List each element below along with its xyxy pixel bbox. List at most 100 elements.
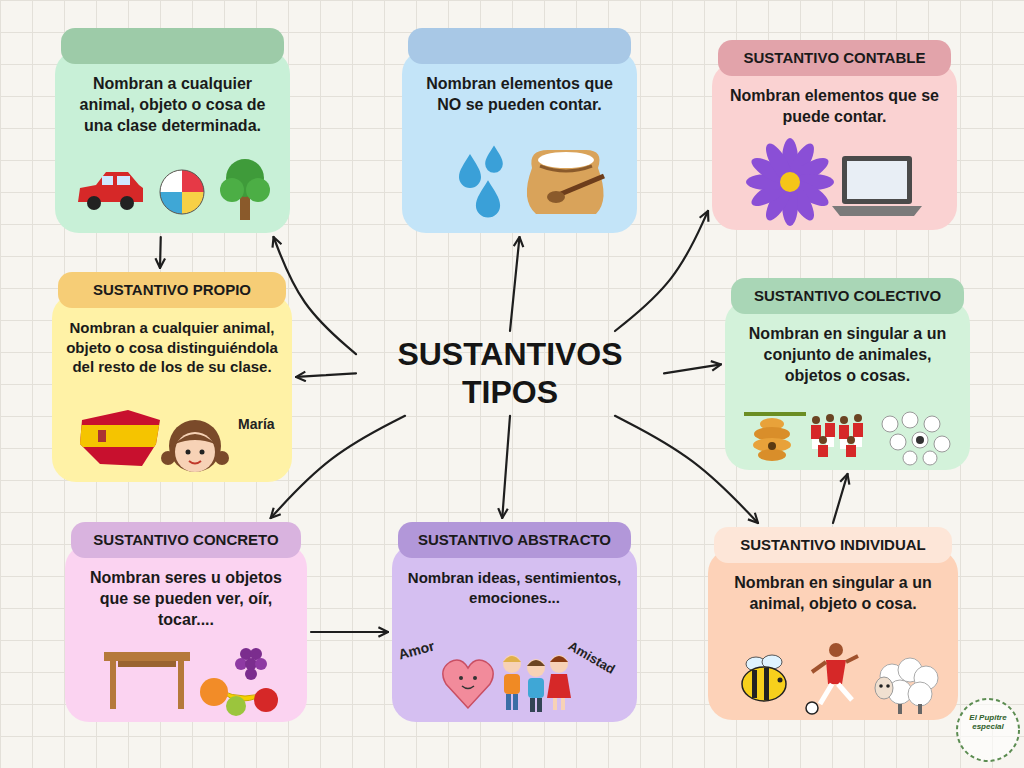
- water-drops-icon-part: [485, 146, 503, 173]
- ball-icon-part: [160, 170, 204, 214]
- arrow-connector: [159, 237, 162, 268]
- flour-sack-icon-part: [547, 191, 565, 203]
- team-icon-part: [819, 436, 827, 444]
- arrow-connector: [311, 631, 388, 633]
- girl-face-icon-part: [175, 432, 215, 472]
- friends-icon-part: [503, 656, 521, 662]
- flour-sack-icon-part: [538, 152, 594, 168]
- friends-icon-part: [553, 698, 557, 710]
- girl-face-icon-part: [215, 451, 229, 465]
- water-drops-icon-part: [459, 154, 481, 188]
- team-icon-part: [825, 423, 835, 437]
- girl-face-icon-part: [161, 451, 175, 465]
- beehive-icon-part: [744, 412, 806, 416]
- sheep-flock-icon-part: [902, 412, 918, 428]
- category-box: SUSTANTIVO CONCRETONombran seres u objet…: [65, 522, 307, 722]
- box-description: Nombran a cualquier animal, objeto o cos…: [67, 74, 278, 136]
- label-holder: Amistad: [566, 638, 618, 677]
- box-heading: SUSTANTIVO COLECTIVO: [731, 278, 964, 314]
- car-icon: [78, 172, 143, 210]
- football-player-icon-part: [820, 684, 832, 704]
- team-icon-part: [847, 436, 855, 444]
- category-box: SUSTANTIVO COLECTIVONombran en singular …: [725, 278, 970, 470]
- sheep-icon-part: [918, 704, 922, 714]
- flower-icon-part: [780, 172, 800, 192]
- ball-icon-part: [160, 170, 204, 214]
- flour-sack-icon: [527, 150, 604, 214]
- friends-icon-part: [561, 698, 565, 710]
- table-icon-part: [104, 652, 190, 661]
- beehive-icon-part: [768, 442, 776, 450]
- laptop-icon-part: [847, 161, 907, 199]
- friends-icon-part: [527, 659, 545, 677]
- football-player-icon-part: [829, 643, 843, 657]
- sheep-flock-icon-part: [916, 436, 924, 444]
- sheep-flock-icon-part: [903, 451, 917, 465]
- arrow-connector: [296, 373, 356, 377]
- central-title-node: SUSTANTIVOS TIPOS: [360, 335, 660, 412]
- friends-icon-part: [503, 655, 521, 673]
- flower-icon: [746, 138, 834, 226]
- arrow-connector: [510, 237, 520, 331]
- fruit-icon-part: [226, 696, 246, 716]
- football-player-icon-part: [846, 656, 858, 662]
- box-description: Nombran ideas, sentimientos, emociones..…: [404, 568, 625, 607]
- friends-icon-part: [550, 655, 568, 673]
- bee-icon-part: [764, 668, 769, 700]
- sheep-flock-icon-part: [912, 432, 928, 448]
- box-heading: SUSTANTIVO ABSTRACTO: [398, 522, 631, 558]
- arrow-connector: [271, 416, 405, 518]
- bee-icon-part: [742, 667, 786, 701]
- flour-sack-icon-part: [556, 176, 604, 196]
- bee-icon: [742, 655, 786, 701]
- girl-face-icon: [161, 420, 229, 472]
- flour-sack-icon-part: [527, 150, 604, 214]
- friends-icon-part: [530, 698, 535, 712]
- sheep-icon-part-part: [908, 682, 932, 706]
- car-icon-part: [102, 176, 113, 185]
- football-player-icon: [806, 643, 858, 714]
- spain-map-icon: [78, 405, 168, 470]
- table-icon-part: [178, 661, 184, 709]
- water-drops-icon-part: [476, 180, 500, 217]
- box-description: Nombran seres u objetos que se pueden ve…: [77, 568, 295, 630]
- arrow-connector: [615, 416, 758, 523]
- team-icon-part: [840, 416, 848, 424]
- watermark-wreath: [957, 699, 1019, 761]
- fruit-icon-part: [254, 688, 278, 712]
- box-header-band: [408, 28, 631, 64]
- car-icon-part: [117, 176, 130, 185]
- sheep-flock-icon-part: [934, 436, 950, 452]
- sheep-flock-icon-part: [924, 416, 940, 432]
- category-box: SUSTANTIVO ABSTRACTO Nombran ideas, senti…: [392, 522, 637, 722]
- team-icon-part: [853, 423, 863, 437]
- friends-icon-part: [527, 660, 545, 666]
- label-holder: El Pupitre especial: [960, 714, 1016, 732]
- friends-icon-part: [537, 698, 542, 712]
- box-heading: SUSTANTIVO INDIVIDUAL: [714, 527, 952, 563]
- arrow-connector: [615, 211, 708, 331]
- flour-sack-icon-part: [540, 166, 592, 171]
- heart-icon-part: [459, 676, 463, 680]
- friends-icon-part: [547, 674, 571, 698]
- fruit-icon-part: [200, 678, 228, 706]
- team-icon-part: [826, 414, 834, 422]
- sheep-icon: [875, 658, 938, 714]
- girl-face-icon-part: [189, 461, 201, 464]
- girl-face-icon-part: [200, 450, 205, 455]
- fruit-icon-part: [245, 668, 257, 680]
- category-box: SUSTANTIVO INDIVIDUALNombran en singular…: [708, 527, 958, 720]
- beehive-icon: [744, 414, 806, 461]
- box-heading: SUSTANTIVO PROPIO: [58, 272, 286, 308]
- football-player-icon-part: [838, 684, 852, 700]
- spain-map-icon-part: [78, 425, 168, 447]
- sheep-icon-part: [898, 704, 902, 714]
- arrow-connector: [833, 474, 848, 523]
- table-icon-part: [118, 661, 176, 667]
- tree-icon: [220, 159, 270, 220]
- sheep-flock-icon-part: [882, 416, 898, 432]
- friends-icon: [503, 655, 571, 712]
- feeling-label: Amistad: [566, 638, 618, 677]
- arrow-connector: [502, 416, 510, 518]
